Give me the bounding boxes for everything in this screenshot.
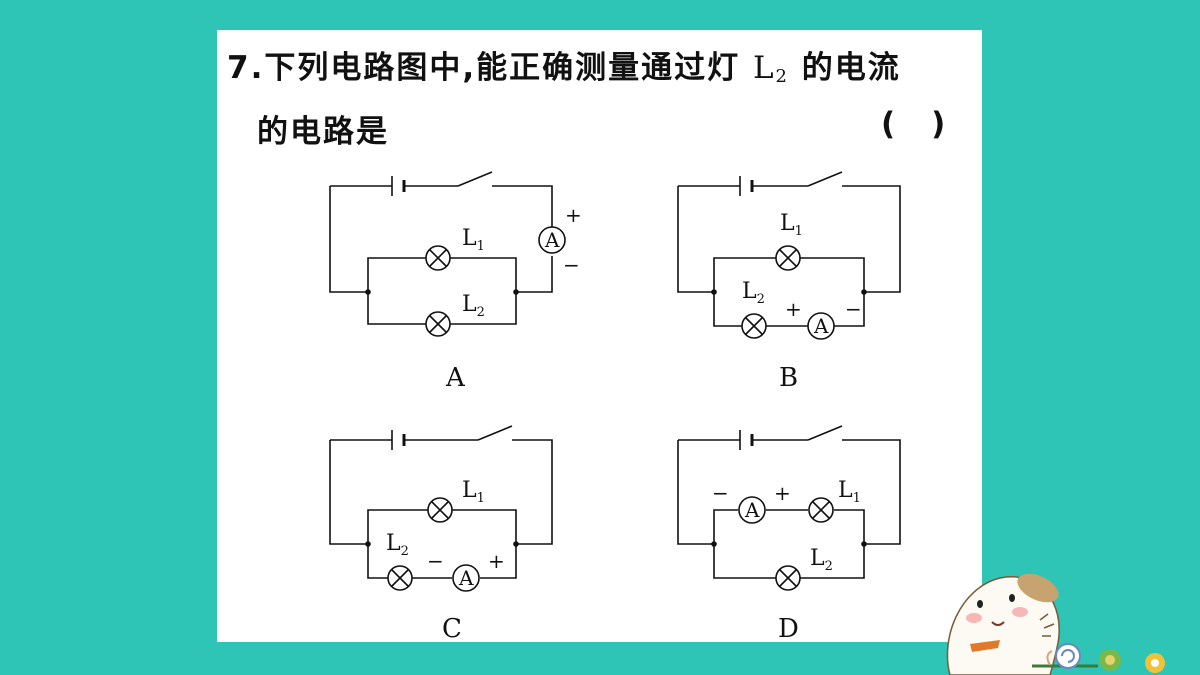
snail-icon xyxy=(1032,643,1098,669)
question-line-2: 的电路是 xyxy=(257,114,389,150)
question-text-before: 下列电路图中,能正确测量通过灯 xyxy=(264,50,741,86)
question-number: 7. xyxy=(227,50,265,86)
question-line-1: 7.下列电路图中,能正确测量通过灯 L2 的电流 xyxy=(227,42,901,87)
answer-bracket: () xyxy=(881,106,982,142)
lamp-l2-symbol: L2 xyxy=(752,50,789,87)
cartoon-dog-icon xyxy=(946,573,1165,675)
question-card: 7.下列电路图中,能正确测量通过灯 L2 的电流 的电路是 () xyxy=(217,30,982,642)
question-text-after: 的电流 xyxy=(801,50,901,86)
